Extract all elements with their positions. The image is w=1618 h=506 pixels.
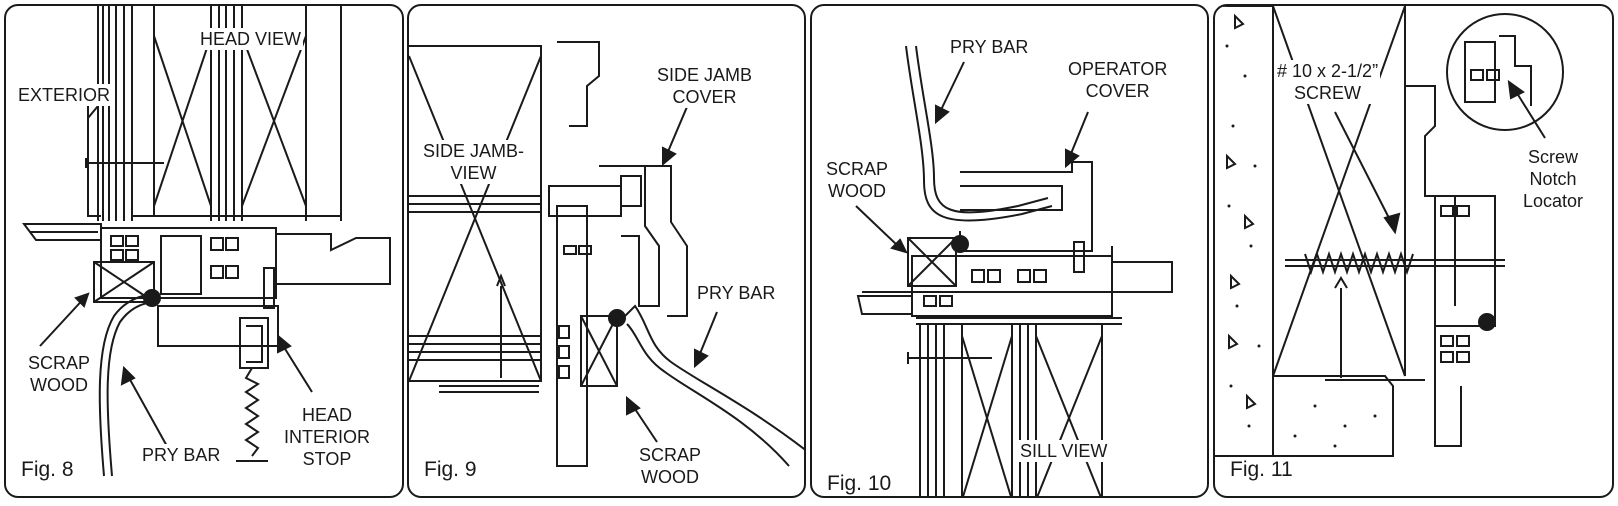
figure-10-caption: Fig. 10 — [824, 472, 895, 496]
sill-view-label: SILL VIEW — [1018, 440, 1110, 462]
operator-cover-label: OPERATOR COVER — [1066, 58, 1170, 102]
side-jamb-cover-label: SIDE JAMB COVER — [655, 64, 755, 108]
pry-bar-label: PRY BAR — [695, 282, 778, 304]
figure-11-caption: Fig. 11 — [1227, 458, 1296, 482]
screw-label: # 10 x 2-1/2” SCREW — [1275, 60, 1381, 104]
head-view-label: HEAD VIEW — [198, 28, 304, 50]
figure-8-caption: Fig. 8 — [18, 458, 77, 482]
figure-9-panel: SIDE JAMB COVER SIDE JAMB- VIEW PRY BAR … — [407, 4, 806, 498]
pry-bar-label: PRY BAR — [948, 36, 1031, 58]
pry-bar-label: PRY BAR — [140, 444, 223, 466]
figure-11-panel: # 10 x 2-1/2” SCREW Screw Notch Locator … — [1213, 4, 1614, 498]
screw-notch-locator-label: Screw Notch Locator — [1521, 146, 1586, 212]
figure-9-caption: Fig. 9 — [421, 458, 480, 482]
figure-10-drawing — [855, 45, 1173, 496]
figure-8-panel: HEAD VIEW EXTERIOR SCRAP WOOD PRY BAR HE… — [4, 4, 404, 498]
side-jamb-view-label: SIDE JAMB- VIEW — [421, 140, 527, 184]
exterior-label: EXTERIOR — [16, 84, 113, 106]
figure-11-drawing — [1215, 6, 1564, 457]
scrap-wood-label: SCRAP WOOD — [26, 352, 93, 396]
figure-9-drawing — [409, 41, 804, 467]
scrap-wood-label: SCRAP WOOD — [824, 158, 891, 202]
figure-10-panel: PRY BAR OPERATOR COVER SCRAP WOOD SILL V… — [810, 4, 1209, 498]
scrap-wood-label: SCRAP WOOD — [637, 444, 704, 488]
head-interior-stop-label: HEAD INTERIOR STOP — [282, 404, 373, 470]
